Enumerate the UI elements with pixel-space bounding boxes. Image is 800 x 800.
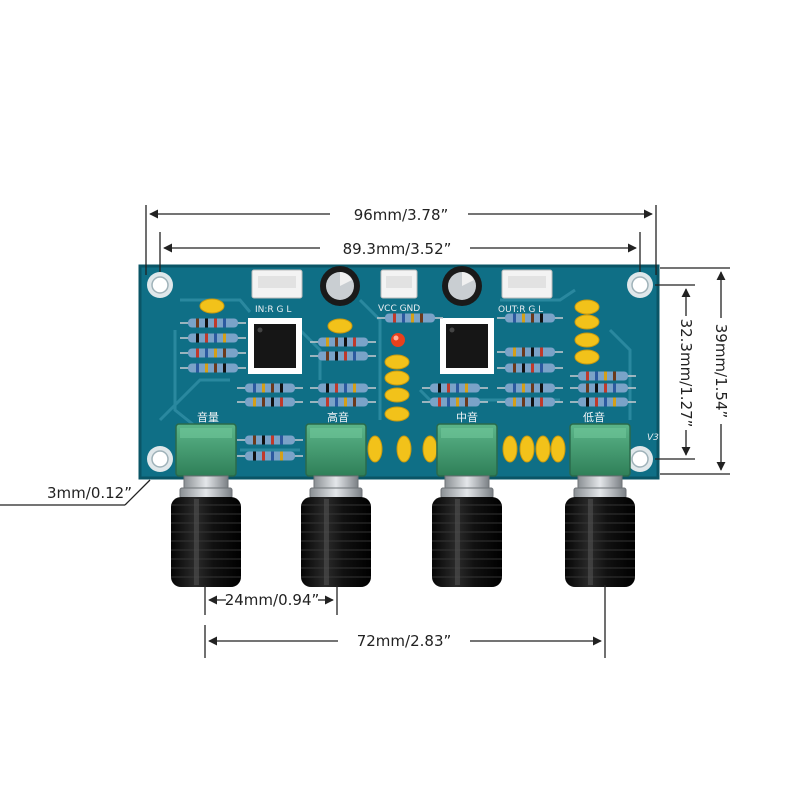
output-connector	[501, 269, 553, 299]
dimension-hole-spacing: 89.3mm/3.52”	[343, 240, 452, 258]
resistor	[237, 383, 303, 393]
knob-volume[interactable]	[171, 423, 241, 587]
treble-label: 高音	[327, 410, 349, 424]
dimension-knob-spacing: 24mm/0.94”	[225, 591, 320, 609]
op-amp-chip-left	[248, 318, 302, 374]
input-connector	[251, 269, 303, 299]
ceramic-capacitor	[384, 370, 410, 386]
mounting-hole-top-right	[627, 272, 653, 298]
resistor	[180, 333, 246, 343]
bass-label: 低音	[583, 410, 605, 424]
ceramic-capacitor	[535, 435, 551, 463]
knob-cap	[565, 497, 635, 587]
mounting-hole-bottom-left	[147, 446, 173, 472]
knob-mid[interactable]	[432, 423, 502, 587]
resistor	[422, 383, 488, 393]
knob-cap	[171, 497, 241, 587]
electrolytic-capacitor-right	[442, 266, 482, 306]
ceramic-capacitor	[367, 435, 383, 463]
resistor	[180, 363, 246, 373]
power-led	[391, 333, 405, 347]
volume-label: 音量	[197, 410, 219, 424]
resistor	[570, 397, 636, 407]
op-amp-chip-right	[440, 318, 494, 374]
ceramic-capacitor	[574, 299, 600, 315]
knob-cap	[432, 497, 502, 587]
ceramic-capacitor	[327, 318, 353, 334]
dimension-total-height: 39mm/1.54”	[712, 324, 730, 419]
power-connector	[380, 269, 418, 299]
resistor	[310, 397, 376, 407]
mounting-hole-top-left	[147, 272, 173, 298]
resistor	[310, 337, 376, 347]
ceramic-capacitors	[199, 298, 600, 463]
resistor	[310, 351, 376, 361]
resistor	[422, 397, 488, 407]
dimension-hole-diameter: 3mm/0.12”	[47, 484, 132, 502]
ceramic-capacitor	[396, 435, 412, 463]
resistor	[497, 397, 563, 407]
ceramic-capacitor	[384, 387, 410, 403]
ceramic-capacitor	[574, 314, 600, 330]
pcb-board: IN:R G L VCC GND OUT:R G L 音量 高音 中音 低音 V…	[138, 264, 660, 480]
knob-row	[171, 423, 635, 587]
mid-label: 中音	[456, 410, 478, 424]
mounting-hole-bottom-right	[627, 446, 653, 472]
ceramic-capacitor	[502, 435, 518, 463]
resistors	[180, 313, 636, 461]
ceramic-capacitor	[550, 435, 566, 463]
ceramic-capacitor	[384, 354, 410, 370]
ceramic-capacitor	[199, 298, 225, 314]
resistor	[237, 451, 303, 461]
resistor	[497, 383, 563, 393]
power-label: VCC GND	[378, 304, 420, 314]
resistor	[237, 435, 303, 445]
ceramic-capacitor	[422, 435, 438, 463]
dimension-hole-vertical: 32.3mm/1.27”	[677, 319, 695, 428]
resistor	[570, 383, 636, 393]
dimension-lines	[0, 205, 730, 658]
ceramic-capacitor	[519, 435, 535, 463]
input-label: IN:R G L	[255, 305, 291, 315]
resistor	[180, 348, 246, 358]
resistor	[377, 313, 443, 323]
resistor	[497, 347, 563, 357]
knob-bass[interactable]	[565, 423, 635, 587]
resistor	[310, 383, 376, 393]
resistor	[497, 313, 563, 323]
ceramic-capacitor	[384, 406, 410, 422]
ceramic-capacitor	[574, 349, 600, 365]
knob-cap	[301, 497, 371, 587]
output-label: OUT:R G L	[498, 305, 543, 315]
resistor	[237, 397, 303, 407]
knob-treble[interactable]	[301, 423, 371, 587]
dimension-knob-span: 72mm/2.83”	[357, 632, 452, 650]
resistor	[570, 371, 636, 381]
electrolytic-capacitor-left	[320, 266, 360, 306]
version-label: V3	[647, 433, 659, 443]
dimension-total-width: 96mm/3.78”	[354, 206, 449, 224]
resistor	[180, 318, 246, 328]
resistor	[497, 363, 563, 373]
ceramic-capacitor	[574, 332, 600, 348]
